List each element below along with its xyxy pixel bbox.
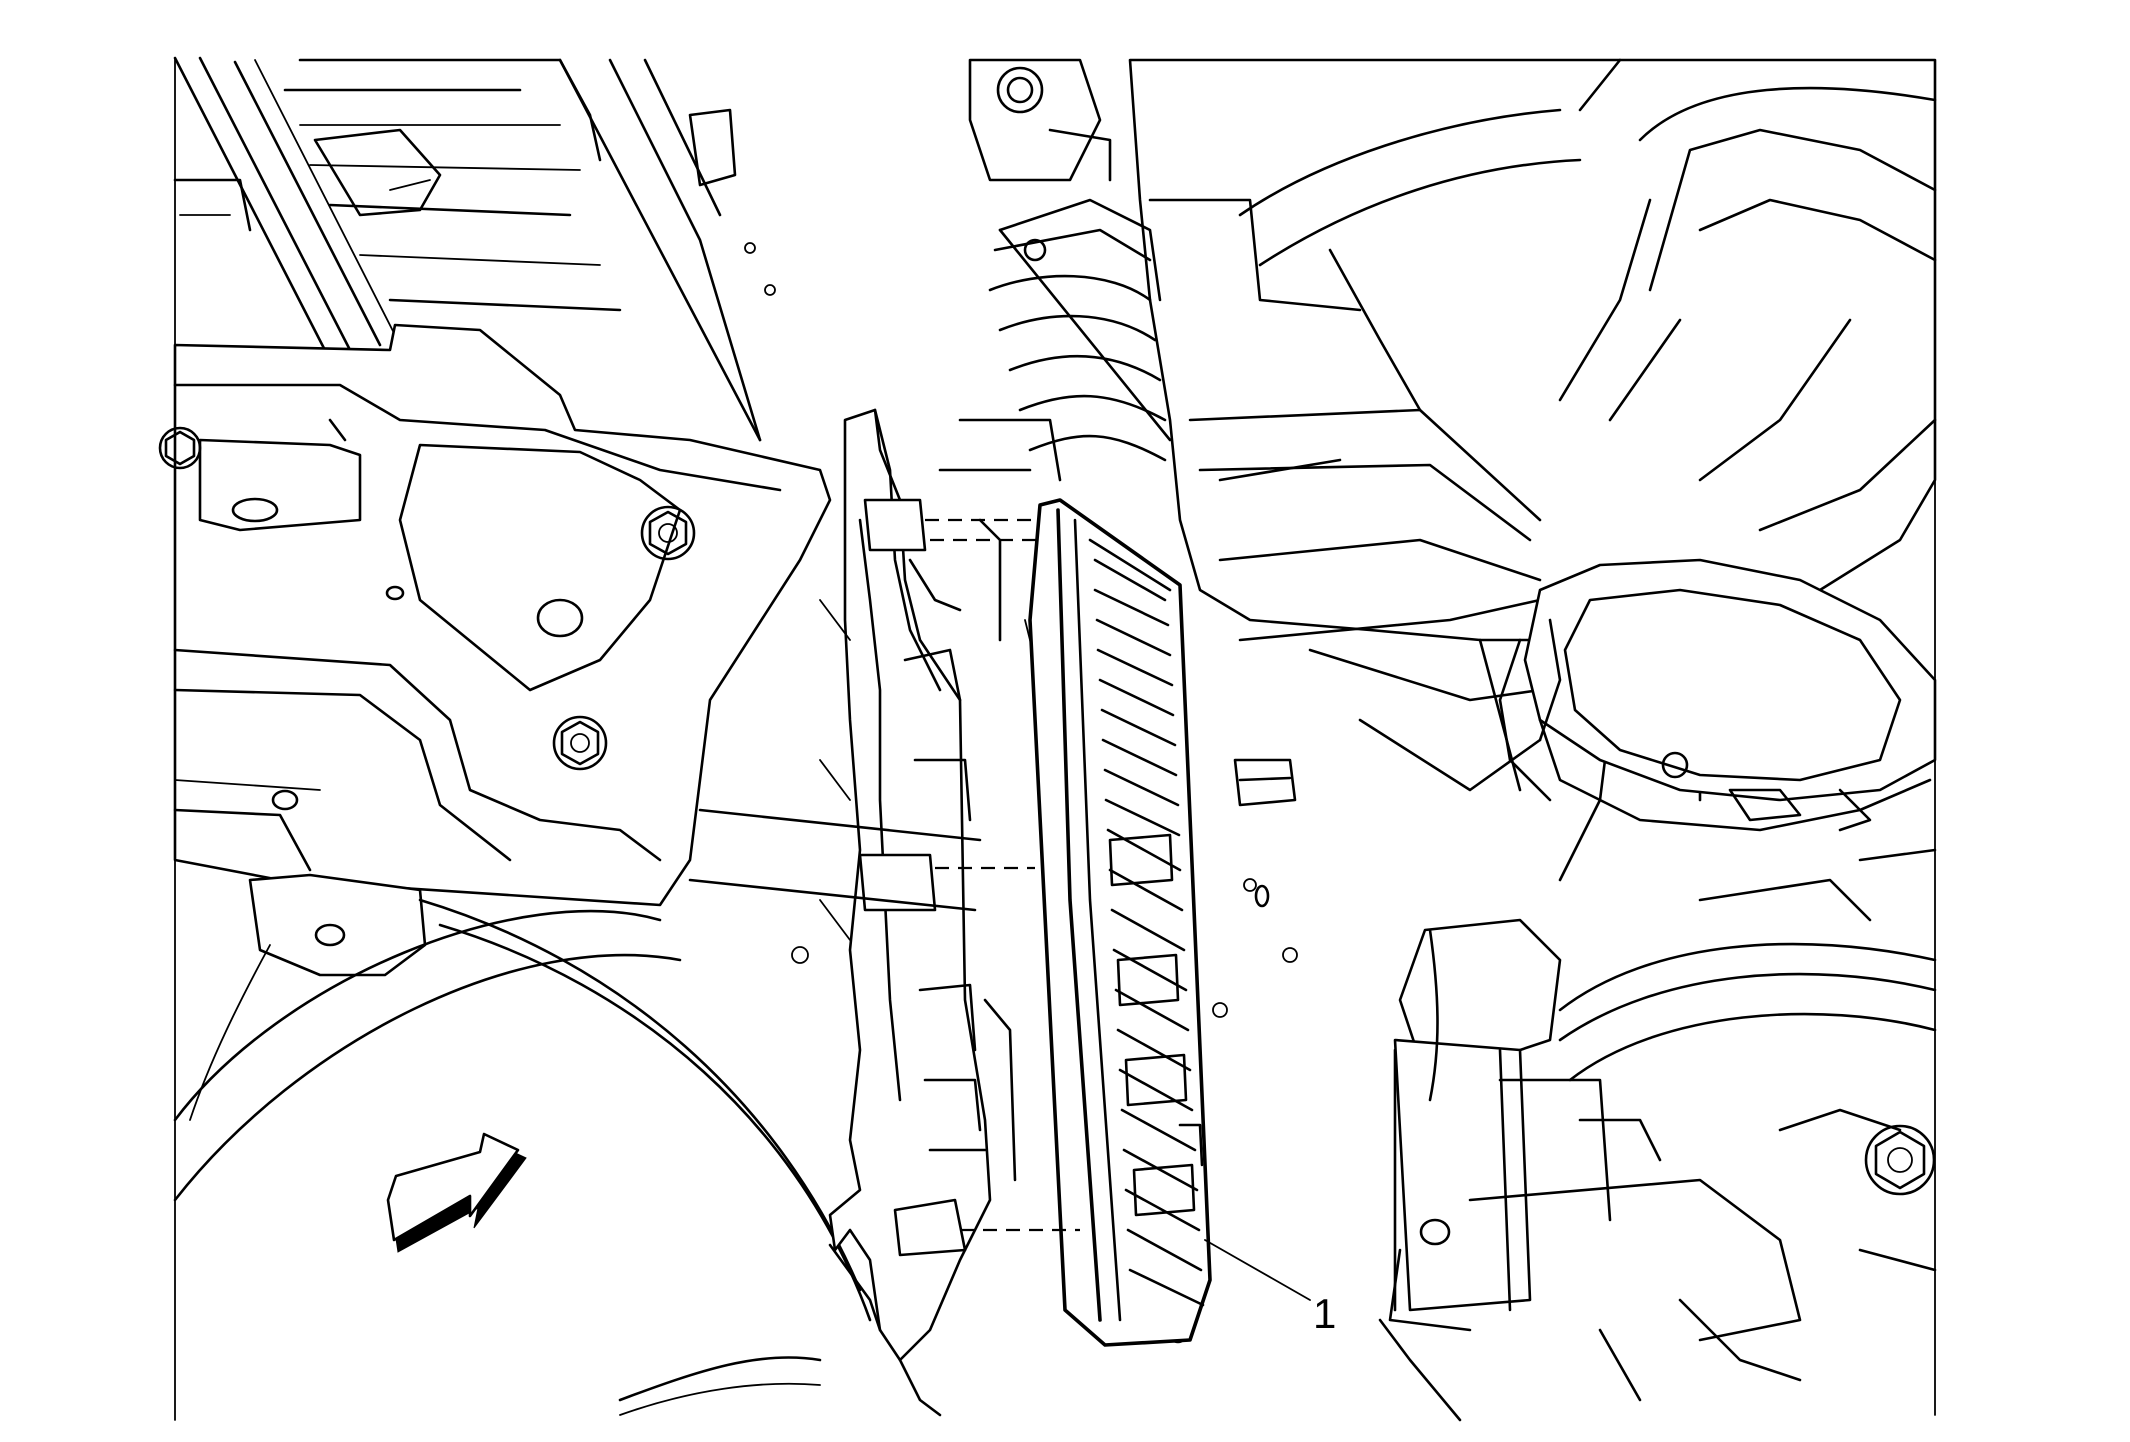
callout-1: 1 bbox=[1204, 1239, 1336, 1337]
pulley bbox=[1558, 942, 1937, 1162]
air-cleaner-housing bbox=[819, 408, 992, 1417]
drawing-frame bbox=[174, 57, 1936, 1421]
lower-radiator-hose bbox=[1388, 918, 1802, 1342]
callout-label: 1 bbox=[1313, 1290, 1336, 1337]
view-direction-arrow-icon bbox=[386, 1132, 527, 1253]
hex-bolt-icon bbox=[640, 505, 696, 561]
hex-bolt-icon bbox=[1864, 1124, 1936, 1196]
fan-motor-hub bbox=[1498, 558, 1937, 832]
inner-fender-panel bbox=[173, 56, 776, 442]
engine-lower-components bbox=[1378, 848, 1937, 1422]
shroud-connector bbox=[1233, 758, 1297, 807]
mounting-bracket bbox=[173, 323, 832, 946]
hex-bolt-icon bbox=[552, 715, 608, 771]
air-filter-element[interactable] bbox=[1028, 498, 1212, 1347]
bracket-tab bbox=[248, 873, 427, 977]
alignment-lines bbox=[925, 518, 1080, 1232]
upper-radiator-hose bbox=[968, 58, 1172, 462]
hex-bolt-icon bbox=[158, 426, 202, 470]
